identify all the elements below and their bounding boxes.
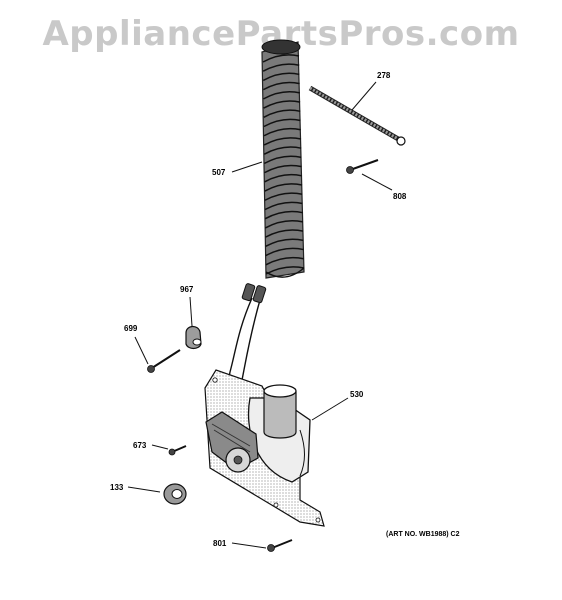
callout-967: 967 — [180, 285, 194, 294]
hose-rib — [263, 109, 301, 118]
callout-133: 133 — [110, 483, 124, 492]
hose-rib — [265, 229, 304, 238]
hose-rib — [264, 210, 303, 220]
duct-hose — [261, 39, 305, 279]
strap — [308, 85, 406, 146]
hose-rib — [263, 146, 302, 155]
hose-rib — [264, 173, 302, 183]
hose-rib — [264, 164, 302, 174]
hose-rib — [265, 247, 304, 257]
callout-530: 530 — [350, 390, 364, 399]
clamp-967 — [185, 325, 202, 350]
hose-rib — [263, 81, 300, 91]
hose-rib — [263, 90, 301, 100]
screw-801 — [267, 539, 293, 552]
hose-rib — [263, 127, 301, 137]
hose-rib — [262, 63, 300, 72]
blower-assembly — [247, 384, 311, 483]
hose-rib — [263, 118, 301, 128]
hose-rib — [264, 192, 303, 201]
motor — [205, 411, 259, 473]
hose-rib — [265, 266, 305, 275]
grommet-133 — [163, 483, 187, 505]
screw-673 — [168, 445, 187, 456]
hose-rib — [265, 238, 304, 248]
hose-rib — [264, 220, 304, 229]
callout-507: 507 — [212, 168, 226, 177]
hose-rib — [265, 256, 304, 266]
callout-808: 808 — [393, 192, 407, 201]
hose-rib — [263, 137, 302, 146]
hose-rib — [262, 72, 300, 82]
art-number: (ART NO. WB1988) C2 — [386, 531, 460, 538]
screw-808 — [346, 159, 379, 174]
hose-rib — [264, 201, 303, 211]
callout-699: 699 — [124, 324, 138, 333]
callout-278: 278 — [377, 71, 391, 80]
leader-lines — [127, 81, 393, 549]
hose-rib — [264, 155, 302, 165]
screw-699 — [147, 349, 181, 373]
hose-rib — [264, 183, 303, 192]
hose-rib — [263, 100, 301, 109]
callout-801: 801 — [213, 539, 227, 548]
callout-673: 673 — [133, 441, 147, 450]
hose-rib — [262, 54, 300, 63]
